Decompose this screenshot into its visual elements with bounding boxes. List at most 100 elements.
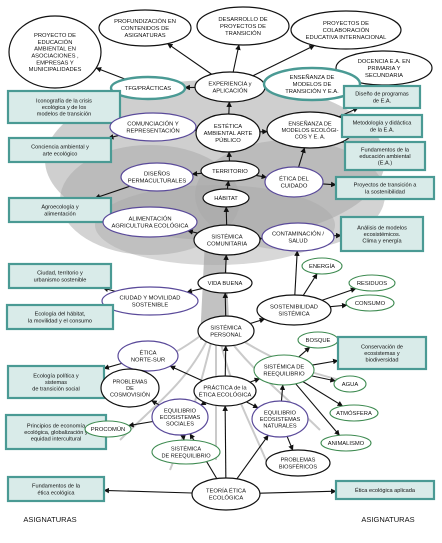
ensenanza-modelos-eco-label-line: ENSEÑANZA DE xyxy=(288,120,331,127)
ensenanza-modelos-top-label-line: MODELOS DE xyxy=(293,82,332,88)
ecologia-politica-label-line: Ecología política y xyxy=(33,373,79,379)
fundamentos-ea-label-line: (E.A.) xyxy=(378,161,392,167)
arrow-etica-norte-sur-to-ecologia-politica xyxy=(104,363,122,368)
ensenanza-modelos-eco-label-line: COS Y E. A. xyxy=(295,135,326,141)
arrow-sostenibilidad-to-energia xyxy=(303,274,317,296)
profundizacion-label-line: CONTENIDOS DE xyxy=(121,26,169,32)
problemas-biosfericos-label-line: BIOSFÉRICOS xyxy=(279,463,317,470)
arrow-sistemica-reequilibrio-r-to-conservacion xyxy=(312,361,338,365)
ecologia-politica-label-line: de transición social xyxy=(32,387,80,393)
conservacion-label-line: Conservación de xyxy=(361,344,403,350)
problemas-biosfericos-label-line: PROBLEMAS xyxy=(281,458,316,464)
concept-node-atmosfera: ATMÓSFERA xyxy=(330,405,378,421)
diseno-programas-label-line: de E.A. xyxy=(373,98,392,104)
sistemica-comunitaria-label-line: SISTÉMICA xyxy=(211,234,242,241)
arrow-practica-etica-to-sistemica-reequilibrio-r xyxy=(250,379,260,382)
arrow-experiencia-to-profundizacion xyxy=(168,44,212,75)
proyecto-educacion-label-line: MUNICIPALIDADES xyxy=(29,67,82,73)
arrow-sistemica-reequilibrio-r-to-bosque xyxy=(299,347,310,357)
comunicacion-label-line: COMUNCIACIÓN Y xyxy=(127,121,179,128)
concept-node-bosque: BOSQUE xyxy=(298,332,338,348)
fundamentos-ea-label-line: educación ambiental xyxy=(359,154,410,160)
agroecologia-label-line: alimentación xyxy=(44,211,75,217)
practica-etica-label-line: PRÁCTICA de la xyxy=(203,385,247,392)
etica-cuidado-label-line: CUIDADO xyxy=(281,183,308,189)
docencia-label-line: PRIMARIA Y xyxy=(367,66,400,72)
conciencia-label-line: arte ecológico xyxy=(43,151,78,157)
agua-label-line: AGUA xyxy=(342,382,359,388)
arrow-teoria-etica-to-practica-etica xyxy=(225,406,226,478)
etica-norte-sur-label-line: ÉTICA xyxy=(139,350,156,357)
ciudad-movilidad-label-line: SOSTENIBLE xyxy=(132,302,169,308)
sistemica-reequilibrio-l-label-line: DE REEQUILIBRIO xyxy=(161,453,211,459)
equilibrio-sociales-label-line: ECOSISTEMAS xyxy=(160,415,201,421)
principios-label-line: Principios de economía xyxy=(27,423,86,429)
arrow-teoria-etica-to-etica-aplicada xyxy=(260,491,336,493)
etica-aplicada-label-line: Ética ecológica aplicada xyxy=(355,487,416,494)
concept-node-residuos: RESIDUOS xyxy=(349,275,395,291)
diseno-programas-label-line: Diseño de programas xyxy=(355,92,409,98)
alimentacion-label-line: ALIMENTACIÓN xyxy=(128,216,171,223)
iconografia-label-line: modelos de transición xyxy=(37,112,91,118)
fundamentos-etica-label-line: Fundamentos de la xyxy=(32,484,81,490)
conservacion-label-line: ecosistemas y xyxy=(364,351,400,357)
sostenibilidad-label-line: SISTÉMICA xyxy=(278,310,309,317)
contaminacion-label-line: SALUD xyxy=(288,238,307,244)
proyecto-educacion-label-line: AMBIENTAL EN xyxy=(34,47,76,53)
problemas-cosmovision-label-line: DE xyxy=(126,386,134,392)
fundamentos-etica-label-line: ética ecológica xyxy=(37,490,75,496)
concept-node-habitat: HÁBITAT xyxy=(203,189,249,207)
metodologia-label-line: Metodología y didáctica xyxy=(353,121,413,127)
estetica-label-line: AMBIENTAL ARTE xyxy=(204,131,253,137)
estetica-label-line: PÚBLICO xyxy=(215,137,241,144)
sistemica-reequilibrio-r-label-line: REEQUILIBRIO xyxy=(263,371,305,377)
tfg-label-line: TFG/PRÁCTICAS xyxy=(125,85,172,92)
arrow-practica-etica-to-etica-norte-sur xyxy=(170,366,202,381)
ecologia-habitat-label-line: la movilidad y el consumo xyxy=(28,318,92,324)
subject-box-proyectos-transicion: Proyectos de transición ala sostenibilid… xyxy=(336,177,434,199)
teoria-etica-label-line: ECOLÓGICA xyxy=(209,494,244,501)
etica-cuidado-label-line: ÉTICA DEL xyxy=(279,176,309,183)
arrow-tfg-to-proyecto-educacion xyxy=(96,68,125,79)
analisis-modelos-label-line: Clima y energía xyxy=(362,239,402,245)
sostenibilidad-label-line: SOSTENIBILIDAD xyxy=(270,305,318,311)
arrow-territorio-to-disenos xyxy=(192,173,202,174)
animalismo-label-line: ANIMALISMO xyxy=(328,441,365,447)
proyecto-educacion-label-line: EDUCACIÓN xyxy=(38,39,73,46)
arrow-practica-etica-to-equilibrio-naturales xyxy=(246,402,258,408)
proyectos-colaboracion-label-line: PROYECTOS DE xyxy=(323,21,369,27)
ensenanza-modelos-top-label-line: ENSEÑANZA DE xyxy=(290,74,335,81)
vida-buena-label-line: VIDA BUENA xyxy=(208,281,243,287)
arrow-teoria-etica-to-equilibrio-naturales xyxy=(237,435,268,479)
fundamentos-ea-label-line: Fundamentos de la xyxy=(361,147,410,153)
iconografia-label-line: ecológica y de los xyxy=(42,105,87,111)
arrow-equilibrio-naturales-to-problemas-biosfericos xyxy=(287,436,293,450)
analisis-modelos-label-line: Análisis de modelos xyxy=(357,225,407,231)
sistemica-personal-label-line: SISTÉMICA xyxy=(210,325,241,332)
analisis-modelos-label-line: ecosistémicos. xyxy=(364,232,401,238)
habitat-label-line: HÁBITAT xyxy=(214,195,238,202)
contaminacion-label-line: CONTAMINACIÓN / xyxy=(272,231,324,238)
bosque-label-line: BOSQUE xyxy=(306,338,331,344)
docencia-label-line: SECUNDARIA xyxy=(365,73,403,79)
ciudad-movilidad-label-line: CIUDAD Y MOVILIDAD xyxy=(120,296,181,302)
